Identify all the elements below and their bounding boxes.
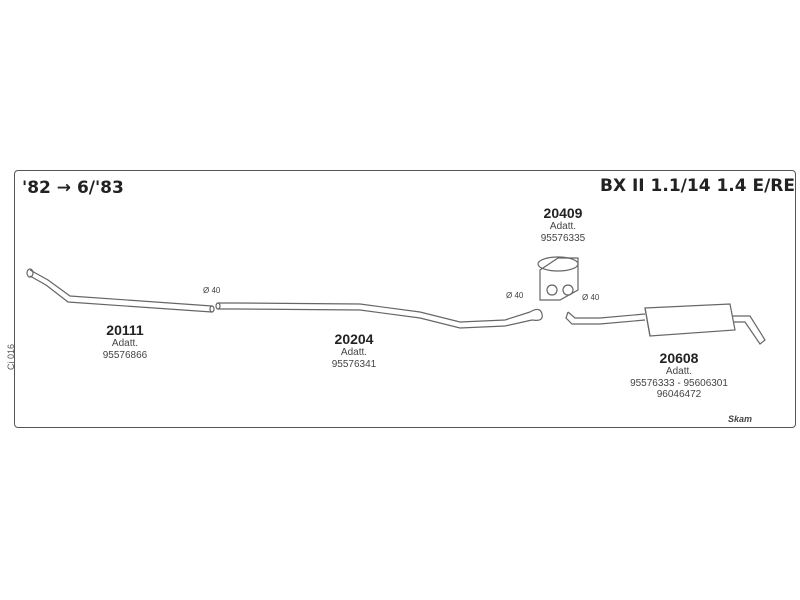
part-label-20409: 20409 Adatt. 95576335	[530, 205, 596, 244]
part-code: 20204	[334, 331, 374, 347]
catalog-code: Ci 016	[6, 343, 16, 370]
vehicle-model: BX II 1.1/14 1.4 E/RE	[600, 176, 796, 196]
diagram-frame	[14, 170, 796, 428]
middle-silencer-20409	[537, 256, 579, 301]
oem-ref: 96046472	[656, 389, 702, 401]
diameter-label: Ø 40	[582, 293, 600, 302]
part-code: 20409	[543, 205, 583, 221]
diameter-label: Ø 40	[203, 286, 221, 295]
oem-ref: 95576341	[331, 358, 377, 370]
oem-ref: 95576335	[540, 232, 586, 244]
part-code: 20111	[106, 322, 144, 338]
intermediate-pipe-20204	[215, 302, 543, 329]
adatt-label: Adatt.	[665, 366, 693, 378]
diameter-label: Ø 40	[506, 291, 524, 300]
adatt-label: Adatt.	[340, 347, 368, 359]
oem-ref: 95576333 - 95606301	[630, 377, 728, 389]
brand-logo: Skam	[728, 414, 753, 424]
part-label-20204: 20204 Adatt. 95576341	[322, 331, 386, 370]
part-label-20111: 20111 Adatt. 95576866	[95, 322, 155, 361]
oem-ref: 95576866	[102, 349, 148, 361]
adatt-label: Adatt.	[111, 338, 139, 350]
front-pipe-20111	[26, 268, 215, 313]
part-code: 20608	[659, 350, 699, 366]
rear-silencer-20608	[565, 303, 766, 345]
adatt-label: Adatt.	[549, 221, 577, 233]
part-label-20608: 20608 Adatt. 95576333 - 95606301 9604647…	[610, 350, 748, 401]
year-range: '82 → 6/'83	[22, 178, 124, 198]
